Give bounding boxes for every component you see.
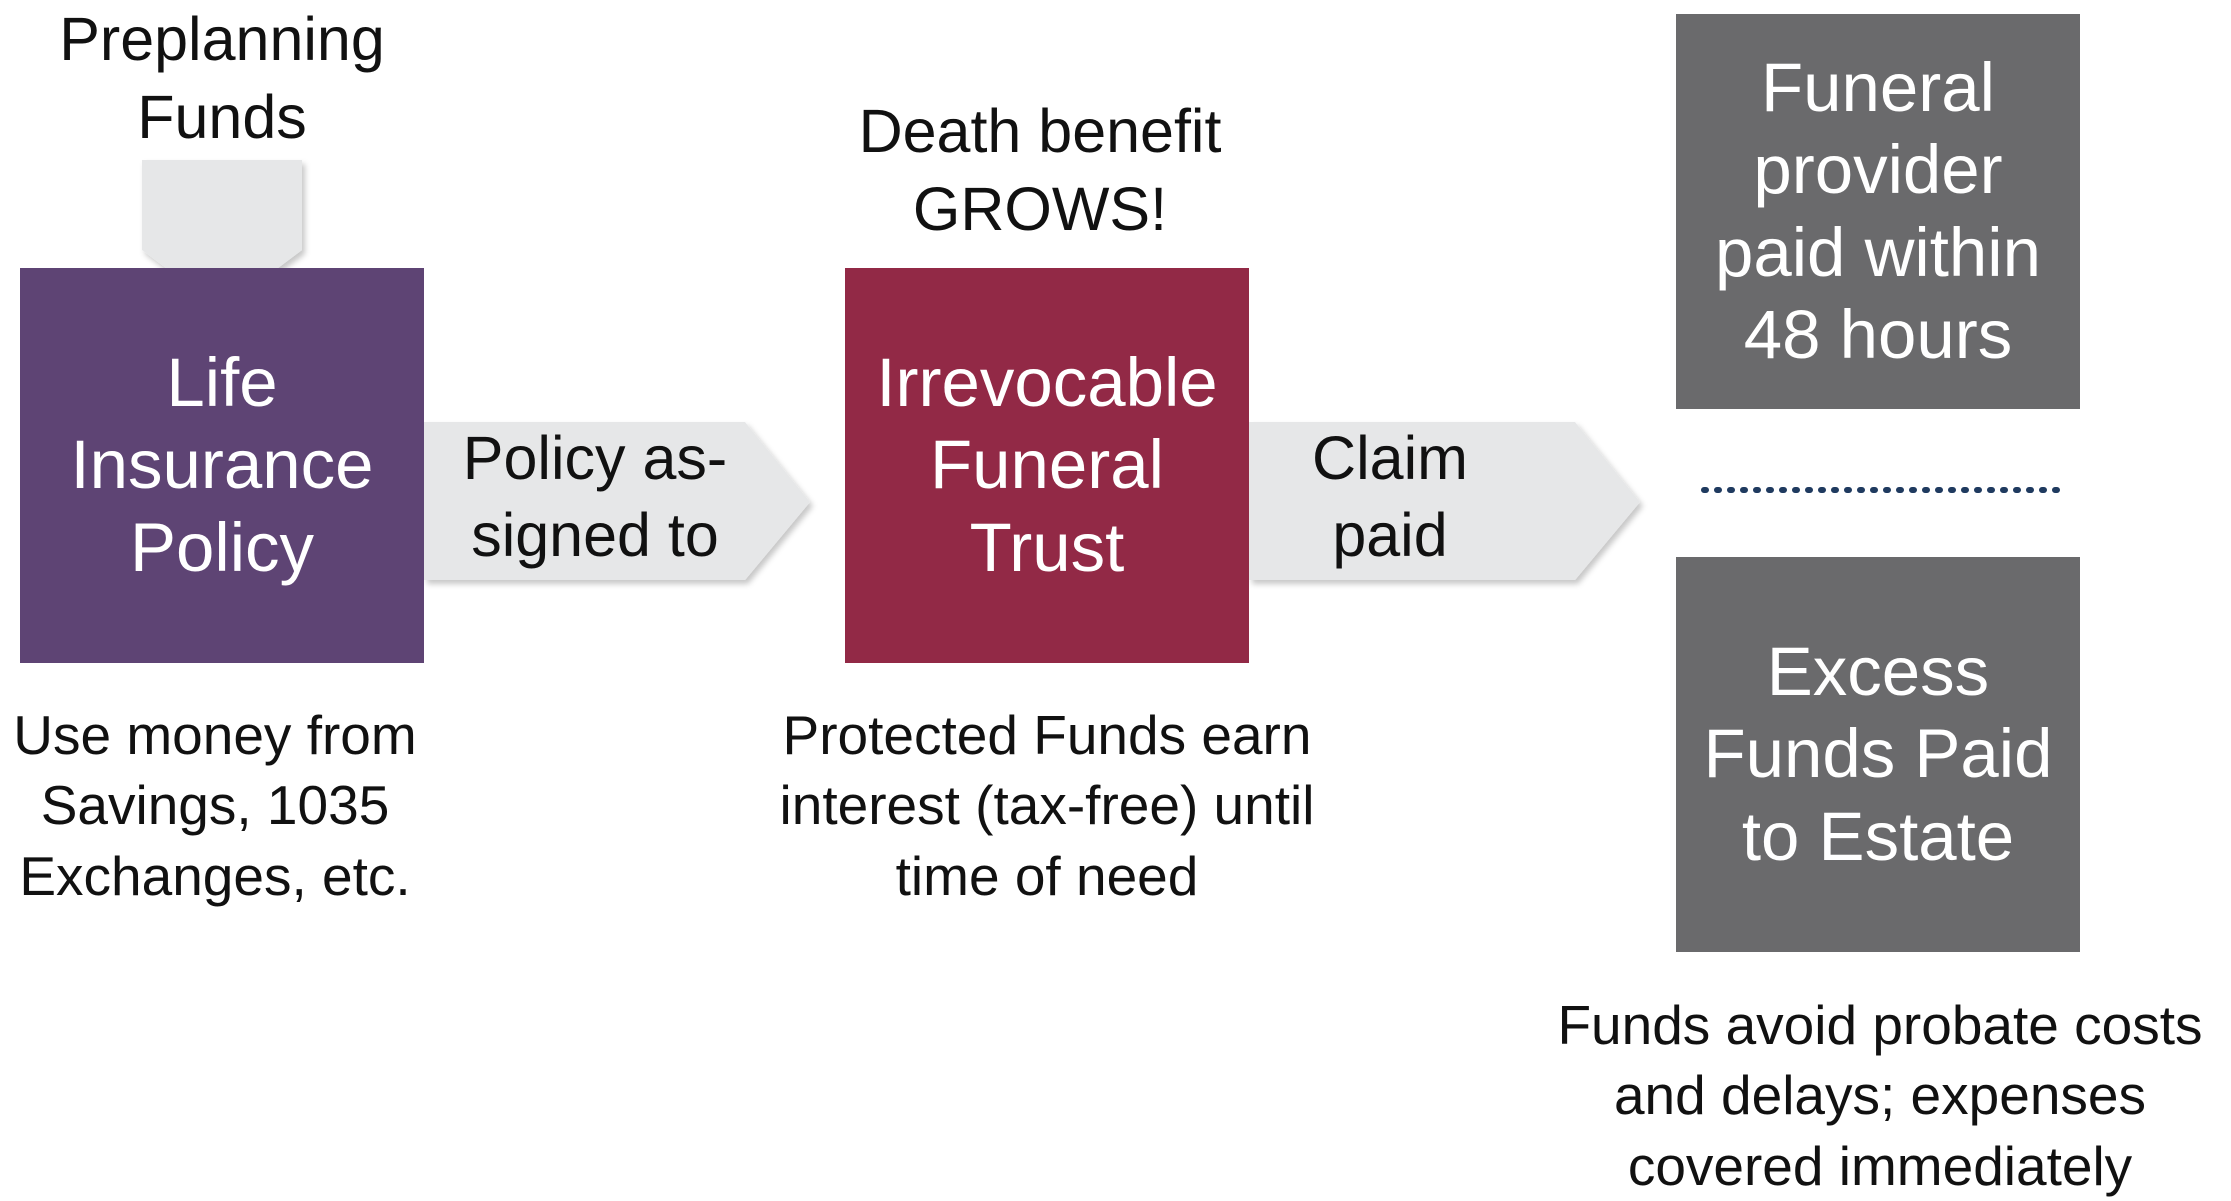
funeral-provider-paid-box: Funeral provider paid within 48 hours: [1676, 14, 2080, 409]
estate-caption: Funds avoid probate costs and delays; ex…: [1557, 994, 2203, 1197]
irrevocable-funeral-trust-box: Irrevocable Funeral Trust: [845, 268, 1249, 663]
life-insurance-policy-box: Life Insurance Policy: [20, 268, 424, 663]
policy-assigned-label: Policy as- signed to: [462, 424, 728, 569]
policy-assigned-arrow: [424, 422, 810, 580]
excess-funds-estate-box: Excess Funds Paid to Estate: [1676, 557, 2080, 952]
life-insurance-caption: Use money from Savings, 1035 Exchanges, …: [13, 704, 417, 907]
funeral-trust-caption: Protected Funds earn interest (tax-free)…: [779, 704, 1315, 907]
claim-paid-arrow: [1249, 422, 1640, 580]
preplanning-funds-label: Preplanning Funds: [59, 5, 385, 152]
claim-paid-label: Claim paid: [1312, 424, 1468, 569]
death-benefit-label: Death benefit GROWS!: [858, 97, 1222, 244]
